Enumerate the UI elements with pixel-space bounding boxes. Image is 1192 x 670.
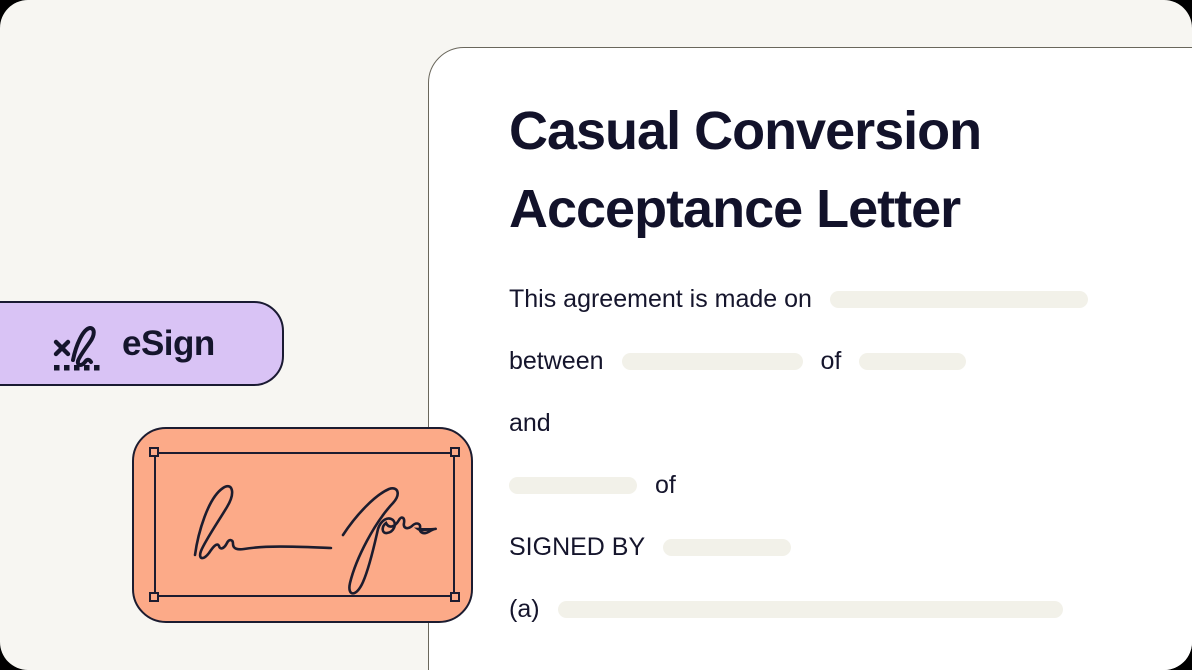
document-text: SIGNED BY bbox=[509, 532, 646, 561]
document-line: (a) bbox=[509, 594, 1088, 624]
document-text: between bbox=[509, 346, 604, 375]
document-line: and bbox=[509, 408, 1088, 438]
blank-field[interactable] bbox=[829, 290, 1088, 308]
document-text: and bbox=[509, 408, 551, 437]
resize-handle-bottom-right[interactable] bbox=[450, 592, 460, 602]
signature-selection-box[interactable] bbox=[149, 447, 460, 602]
blank-field[interactable] bbox=[859, 352, 967, 370]
document-line: of bbox=[509, 470, 1088, 500]
resize-handle-bottom-left[interactable] bbox=[149, 592, 159, 602]
document-card: Casual Conversion Acceptance Letter This… bbox=[428, 47, 1192, 670]
document-title: Casual Conversion Acceptance Letter bbox=[509, 101, 982, 239]
signature-field[interactable] bbox=[132, 427, 473, 623]
document-line: This agreement is made on bbox=[509, 284, 1088, 314]
blank-field[interactable] bbox=[509, 476, 637, 494]
document-text: (a) bbox=[509, 594, 540, 623]
esign-badge[interactable]: eSign bbox=[0, 301, 284, 386]
document-text: This agreement is made on bbox=[509, 284, 812, 313]
resize-handle-top-left[interactable] bbox=[149, 447, 159, 457]
handwritten-signature bbox=[193, 485, 437, 595]
blank-field[interactable] bbox=[663, 538, 792, 556]
document-text: of bbox=[655, 470, 676, 499]
esign-badge-label: eSign bbox=[122, 323, 215, 363]
signature-icon bbox=[53, 325, 100, 370]
document-line: between of bbox=[509, 346, 1088, 376]
resize-handle-top-right[interactable] bbox=[450, 447, 460, 457]
blank-field[interactable] bbox=[557, 600, 1063, 618]
document-text: of bbox=[820, 346, 842, 375]
blank-field[interactable] bbox=[621, 352, 803, 370]
document-line: SIGNED BY bbox=[509, 532, 1088, 562]
